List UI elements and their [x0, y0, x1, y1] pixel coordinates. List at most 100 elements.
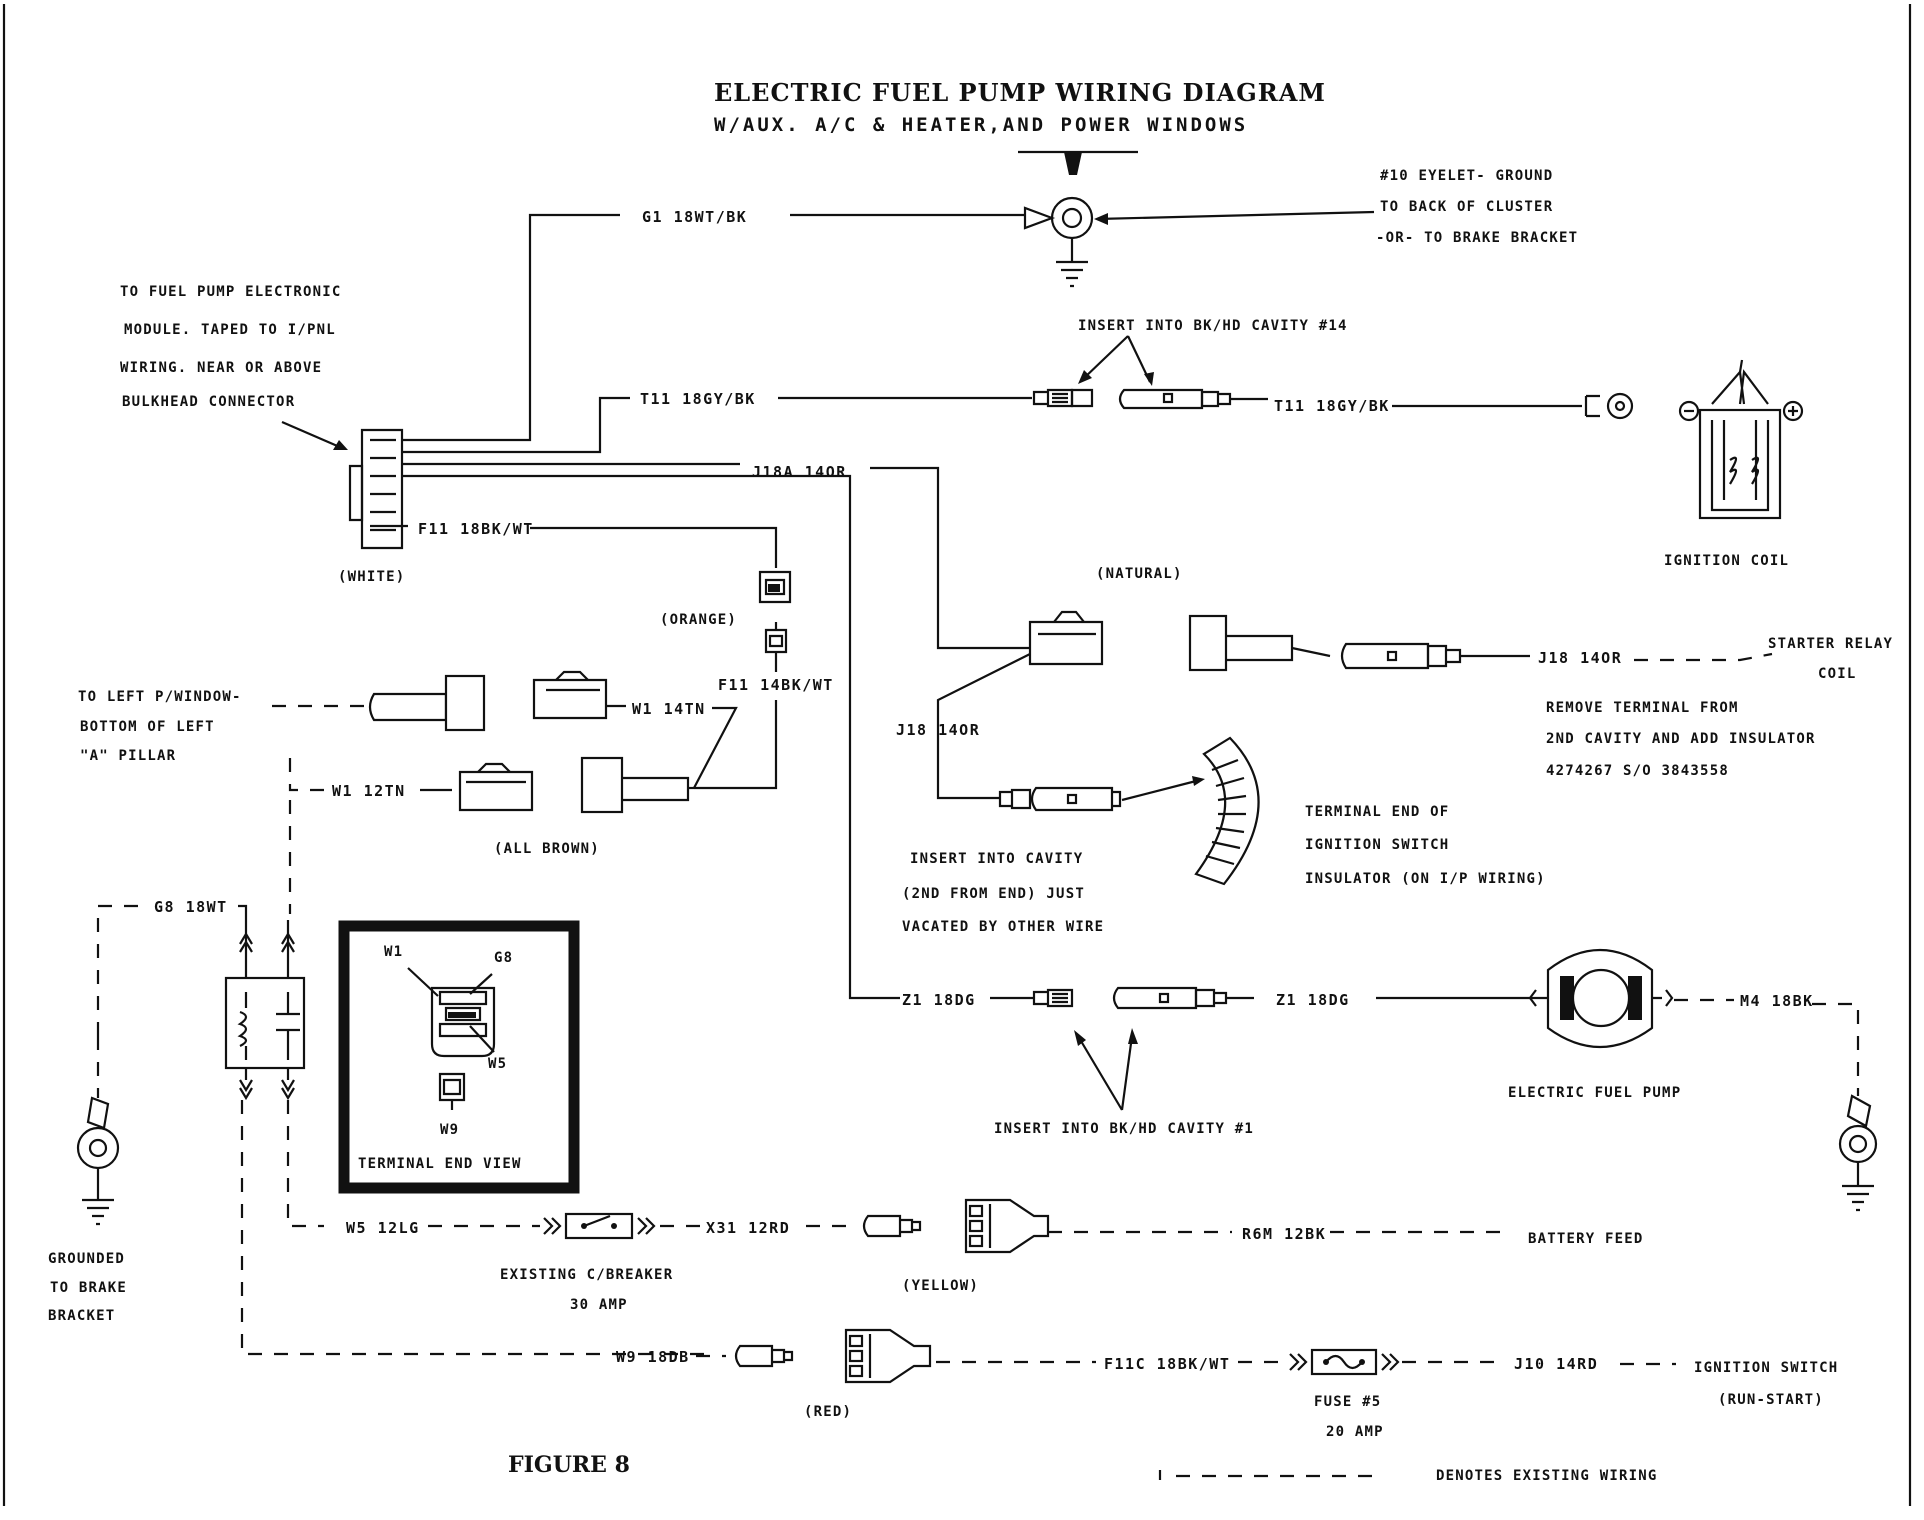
legend-line: [1158, 1470, 1374, 1480]
t11-male-terminal: [1118, 388, 1232, 410]
wire-label-w1-12: W1 12TN: [332, 782, 406, 800]
wire-g1: [402, 213, 620, 442]
wire-label-f11-14: F11 14BK/WT: [718, 676, 834, 694]
brake-ground-eyelet: [76, 1096, 120, 1226]
yellow-connector: [964, 1198, 1050, 1254]
breaker-amp-label: 30 AMP: [570, 1297, 628, 1313]
inset-w5: W5: [488, 1056, 507, 1072]
wire-label-r6m: R6M 12BK: [1242, 1225, 1326, 1243]
insert-cavity-line-2: (2ND FROM END) JUST: [902, 886, 1085, 902]
wire-label-f11c: F11C 18BK/WT: [1104, 1355, 1230, 1373]
all-brown-connector-upper: [532, 670, 608, 720]
figure-label: FIGURE 8: [508, 1452, 630, 1478]
white-label: (WHITE): [338, 569, 405, 585]
t11-female-terminal: [1032, 388, 1094, 408]
wire-label-t11-b: T11 18GY/BK: [1274, 397, 1390, 415]
starter-note-line-3: 4274267 S/O 3843558: [1546, 763, 1729, 779]
terminal-end-view-inset: [338, 920, 580, 1194]
module-note-line-2: MODULE. TAPED TO I/PNL: [124, 322, 336, 338]
left-window-note-line-2: BOTTOM OF LEFT: [80, 719, 215, 735]
insert-14-note: INSERT INTO BK/HD CAVITY #14: [1078, 318, 1348, 334]
red-connector-terminal: [734, 1344, 794, 1368]
wire-g8: [96, 904, 148, 1036]
fuse-label: FUSE #5: [1314, 1394, 1381, 1410]
breaker-label: EXISTING C/BREAKER: [500, 1267, 673, 1283]
run-start-label: (RUN-START): [1718, 1392, 1824, 1408]
fuel-pump-label: ELECTRIC FUEL PUMP: [1508, 1085, 1681, 1101]
all-brown-connector-lower: [458, 762, 534, 812]
ignition-switch-note-line-3: INSULATOR (ON I/P WIRING): [1305, 871, 1546, 887]
orange-connector-upper: [758, 570, 792, 604]
wire-label-j18-b: J18 14OR: [1538, 649, 1622, 667]
ignition-switch-label: IGNITION SWITCH: [1694, 1360, 1838, 1376]
cluster-ground-eyelet: [1018, 150, 1138, 288]
ignition-terminal: [998, 786, 1122, 812]
natural-connector: [1028, 610, 1104, 666]
grounded-line-3: BRACKET: [48, 1308, 115, 1324]
wire-t11: [402, 396, 630, 454]
starter-relay-connector: [1188, 614, 1462, 672]
wire-j18a: [402, 462, 1030, 650]
coil-label: COIL: [1818, 666, 1857, 682]
module-note-line-1: TO FUEL PUMP ELECTRONIC: [120, 284, 341, 300]
diagram-subtitle: W/AUX. A/C & HEATER,AND POWER WINDOWS: [714, 114, 1248, 136]
grounded-line-2: TO BRAKE: [50, 1280, 127, 1296]
module-note-line-4: BULKHEAD CONNECTOR: [122, 394, 295, 410]
starter-note-line-1: REMOVE TERMINAL FROM: [1546, 700, 1739, 716]
z1-female-terminal: [1032, 988, 1074, 1008]
ignition-switch-note-line-2: IGNITION SWITCH: [1305, 837, 1449, 853]
wire-label-w1-14: W1 14TN: [632, 700, 706, 718]
starter-relay-label: STARTER RELAY: [1768, 636, 1893, 652]
module-arrow: [281, 420, 343, 450]
terminal-end-view-label: TERMINAL END VIEW: [358, 1156, 522, 1172]
wire-label-g1: G1 18WT/BK: [642, 208, 747, 226]
all-brown-label: (ALL BROWN): [494, 841, 600, 857]
ignition-coil-label: IGNITION COIL: [1664, 553, 1789, 569]
wire-label-j18a: J18A 14OR: [752, 463, 847, 481]
wire-label-j10: J10 14RD: [1514, 1355, 1598, 1373]
inset-w1: W1: [384, 944, 403, 960]
left-window-note-line-3: "A" PILLAR: [80, 748, 176, 764]
inset-g8: G8: [494, 950, 513, 966]
left-window-connector: [368, 674, 486, 732]
yellow-label: (YELLOW): [902, 1278, 979, 1294]
insert-cavity-line-1: INSERT INTO CAVITY: [910, 851, 1083, 867]
ignition-switch-note-line-1: TERMINAL END OF: [1305, 804, 1449, 820]
left-window-note-line-1: TO LEFT P/WINDOW-: [78, 689, 242, 705]
wire-label-x31: X31 12RD: [706, 1219, 790, 1237]
ring-terminal-coil: [1584, 392, 1634, 420]
electric-fuel-pump: [1528, 948, 1674, 1048]
natural-label: (NATURAL): [1096, 566, 1183, 582]
fuel-pump-ground-eyelet: [1838, 1094, 1878, 1212]
ground-note-line-3: -OR- TO BRAKE BRACKET: [1376, 230, 1578, 246]
wire-z1: [402, 474, 900, 1000]
orange-label: (ORANGE): [660, 612, 737, 628]
wire-label-w5: W5 12LG: [346, 1219, 420, 1237]
all-brown-connector-plug: [580, 756, 694, 814]
diagram-title: ELECTRIC FUEL PUMP WIRING DIAGRAM: [714, 78, 1326, 107]
wire-label-g8: G8 18WT: [154, 898, 228, 916]
legend-label: DENOTES EXISTING WIRING: [1436, 1468, 1657, 1484]
ground-note-line-2: TO BACK OF CLUSTER: [1380, 199, 1553, 215]
ground-arrow: [1096, 210, 1375, 221]
insert-1-note: INSERT INTO BK/HD CAVITY #1: [994, 1121, 1254, 1137]
module-note-line-3: WIRING. NEAR OR ABOVE: [120, 360, 322, 376]
orange-connector-lower: [764, 622, 788, 654]
red-connector: [844, 1328, 932, 1384]
wire-label-m4: M4 18BK: [1740, 992, 1814, 1010]
wire-label-w9: W9 18DB: [616, 1348, 690, 1366]
wire-label-f11: F11 18BK/WT: [418, 520, 534, 538]
wire-label-j18-a: J18 14OR: [896, 721, 980, 739]
grounded-line-1: GROUNDED: [48, 1251, 125, 1267]
ignition-switch-insulator: [1194, 736, 1260, 886]
insert-cavity-line-3: VACATED BY OTHER WIRE: [902, 919, 1104, 935]
ignition-coil: [1678, 359, 1804, 520]
ground-note-line-1: #10 EYELET- GROUND: [1380, 168, 1553, 184]
starter-note-line-2: 2ND CAVITY AND ADD INSULATOR: [1546, 731, 1816, 747]
wire-label-z1-a: Z1 18DG: [902, 991, 976, 1009]
yellow-connector-terminal: [862, 1214, 922, 1238]
wire-label-z1-b: Z1 18DG: [1276, 991, 1350, 1009]
battery-feed-label: BATTERY FEED: [1528, 1231, 1644, 1247]
relay-module: [224, 920, 306, 1101]
